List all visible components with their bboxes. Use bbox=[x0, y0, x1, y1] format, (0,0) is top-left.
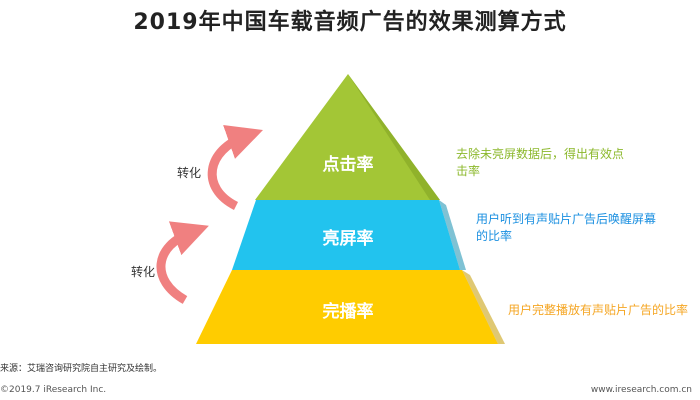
source-note: 来源：艾瑞咨询研究院自主研究及绘制。 bbox=[0, 364, 163, 374]
pyramid-tier-middle-shadow bbox=[439, 200, 466, 270]
pyramid-tier-bottom-shadow bbox=[462, 270, 505, 344]
footer-website: www.iresearch.com.cn bbox=[590, 385, 692, 395]
pyramid-tier-top-shadow bbox=[348, 74, 440, 200]
page-title: 2019年中国车载音频广告的效果测算方式 bbox=[133, 10, 567, 35]
footer-copyright: ©2019.7 iResearch Inc. bbox=[0, 385, 107, 395]
pyramid-tier-middle bbox=[232, 200, 460, 270]
pyramid-tier-top bbox=[255, 74, 440, 200]
tier-description-click-rate: 去除未亮屏数据后，得出有效点击率 bbox=[456, 147, 625, 178]
tier-description-completion-rate: 用户完整播放有声贴片广告的比率 bbox=[508, 303, 689, 317]
tier-description-screen-on-rate: 用户听到有声贴片广告后唤醒屏幕的比率 bbox=[476, 212, 657, 243]
tier-label-screen-on-rate: 亮屏率 bbox=[322, 229, 374, 249]
tier-label-click-rate: 点击率 bbox=[322, 155, 374, 175]
conversion-label-lower: 转化 bbox=[131, 265, 156, 279]
conversion-label-upper: 转化 bbox=[177, 166, 202, 180]
pyramid-tier-bottom bbox=[196, 270, 498, 344]
conversion-arrow-upper bbox=[207, 124, 263, 211]
tier-label-completion-rate: 完播率 bbox=[322, 302, 374, 322]
conversion-arrow-lower bbox=[156, 221, 209, 304]
